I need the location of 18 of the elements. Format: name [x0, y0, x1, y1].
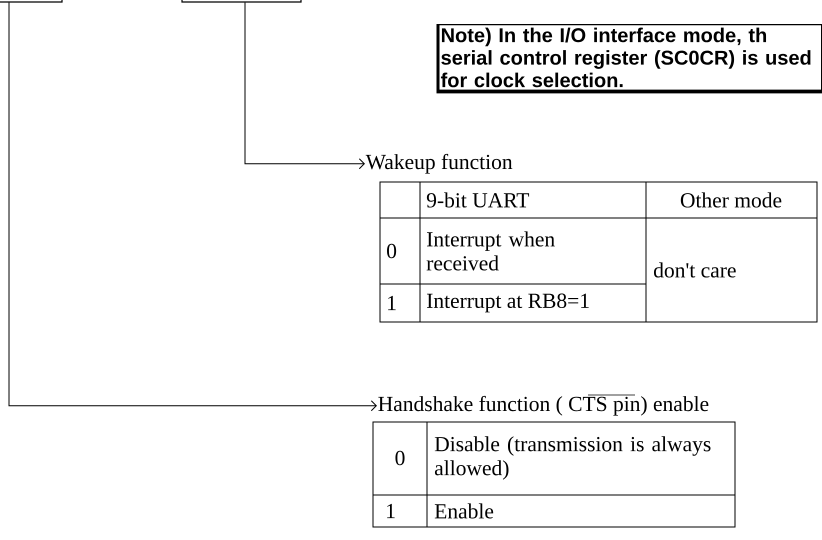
table-cell: Interrupt when received	[426, 231, 555, 271]
table-cell: 0	[395, 450, 405, 466]
table-cell: 1	[388, 296, 396, 310]
table-cell: Disable (transmission is always allowed)	[434, 436, 710, 480]
arrow	[244, 2, 365, 170]
table-cell: Interrupt at RB8=1	[427, 294, 589, 312]
register-box	[181, 0, 302, 3]
register-box	[0, 0, 63, 3]
note-box: Note) In the I/O interface mode, th serial control register (SC0CR) is used for clock selection.	[436, 24, 822, 94]
arrow	[8, 2, 377, 412]
table-cell: 9-bit UART	[426, 192, 530, 208]
field-title: Wakeup function	[366, 154, 512, 174]
table-cell: don't care	[654, 262, 736, 278]
table-cell: 0	[387, 244, 396, 258]
table-cell: Other mode	[680, 192, 782, 208]
table-cell: 1	[387, 504, 395, 518]
table-cell: Enable	[434, 503, 494, 519]
field-title: Handshake function ( CTS pin) enable	[378, 394, 708, 416]
